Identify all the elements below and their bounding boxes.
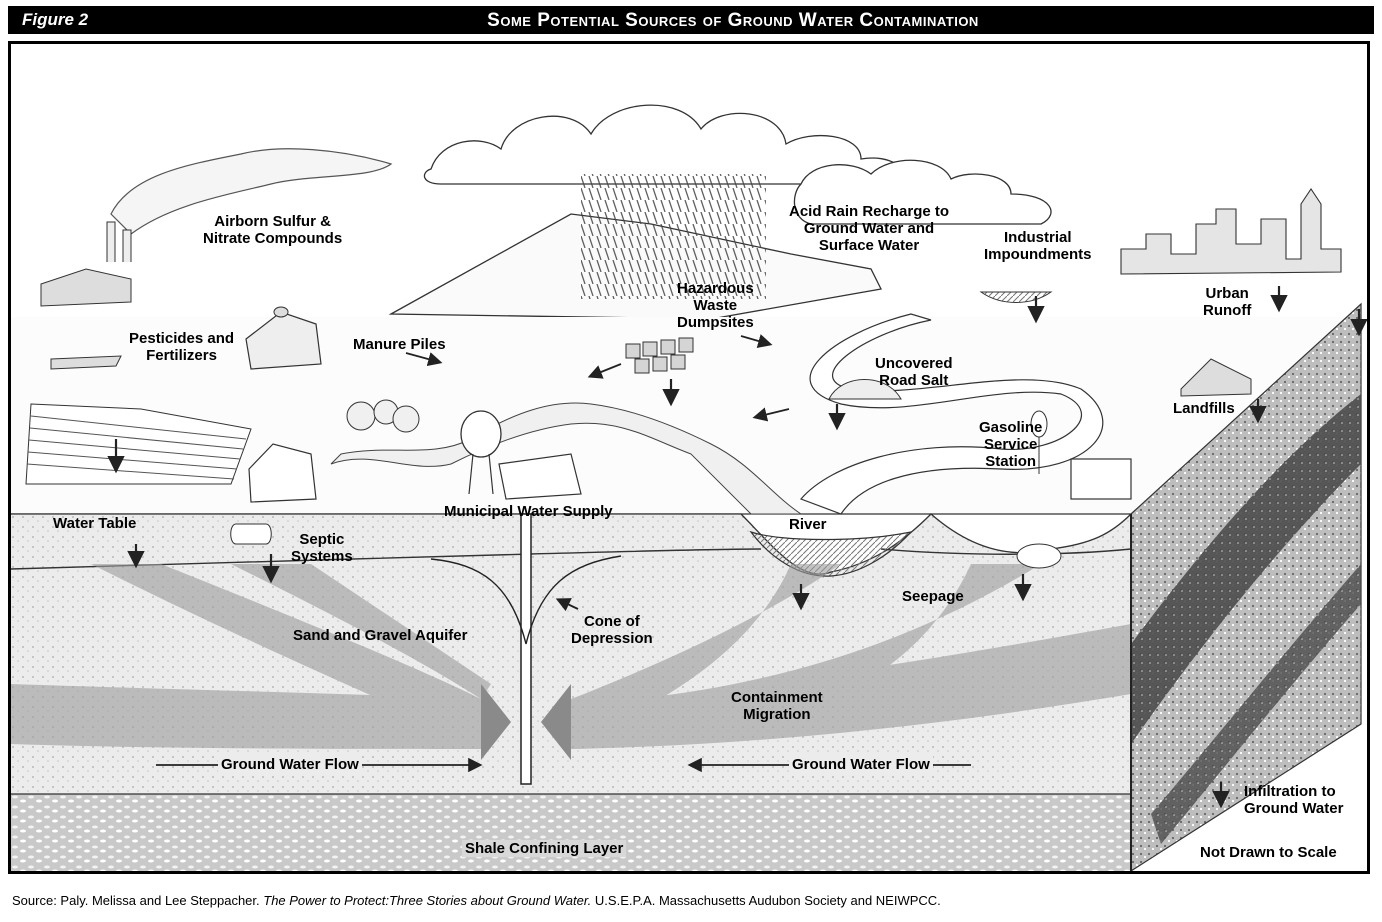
label-infiltration-line1: Infiltration to (1244, 783, 1336, 800)
label-containment-line1: Containment (731, 689, 823, 706)
label-hazardous-line2: Waste (693, 297, 738, 314)
diagram-frame: Airborn Sulfur & Nitrate Compounds Acid … (8, 41, 1370, 874)
label-gasoline-line1: Gasoline (979, 419, 1043, 436)
landscape-illustration (11, 104, 1367, 871)
label-containment-line2: Migration (743, 706, 811, 723)
label-industrial-line2: Impoundments (984, 246, 1092, 263)
label-cone-line1: Cone of (583, 613, 640, 630)
figure-number: Figure 2 (22, 10, 89, 29)
label-road-salt-line2: Road Salt (879, 372, 949, 389)
source-prefix: Source: Paly. Melissa and Lee Steppacher… (12, 893, 264, 908)
figure-title: Some Potential Sources of Ground Water C… (487, 10, 979, 31)
label-infiltration-line2: Ground Water (1244, 800, 1344, 817)
label-hazardous-line1: Hazardous (677, 280, 754, 297)
label-road-salt: Uncovered Road Salt (875, 355, 953, 389)
label-septic-systems: Septic Systems (291, 531, 353, 565)
source-suffix: U.S.E.P.A. Massachusetts Audubon Society… (591, 893, 941, 908)
label-airborn-sulfur-line2: Nitrate Compounds (203, 230, 343, 247)
label-landfills: Landfills (1173, 400, 1235, 417)
label-septic-line1: Septic (299, 531, 345, 548)
label-municipal-water-supply: Municipal Water Supply (444, 503, 613, 520)
label-acid-rain: Acid Rain Recharge to Ground Water and S… (789, 203, 949, 254)
label-not-drawn-to-scale: Not Drawn to Scale (1200, 844, 1337, 861)
label-containment-migration: Containment Migration (731, 689, 823, 723)
label-acid-rain-line2: Ground Water and (803, 220, 935, 237)
label-acid-rain-line3: Surface Water (818, 237, 920, 254)
source-citation: Source: Paly. Melissa and Lee Steppacher… (12, 893, 941, 908)
label-septic-line2: Systems (291, 548, 353, 565)
label-cone-line2: Depression (571, 630, 653, 647)
label-airborn-sulfur: Airborn Sulfur & Nitrate Compounds (203, 213, 342, 247)
label-urban-line1: Urban (1205, 285, 1249, 302)
label-hazardous-waste: Hazardous Waste Dumpsites (677, 280, 754, 331)
label-airborn-sulfur-line1: Airborn Sulfur & (214, 213, 331, 230)
label-pesticides: Pesticides and Fertilizers (129, 330, 234, 364)
label-shale-confining-layer: Shale Confining Layer (462, 840, 627, 857)
label-pesticides-line2: Fertilizers (146, 347, 217, 364)
label-road-salt-line1: Uncovered (875, 355, 953, 372)
label-gasoline-station: Gasoline Service Station (979, 419, 1042, 470)
label-seepage: Seepage (902, 588, 964, 605)
label-water-table: Water Table (53, 515, 137, 532)
label-infiltration: Infiltration to Ground Water (1244, 783, 1343, 817)
label-gasoline-line2: Service (983, 436, 1038, 453)
label-acid-rain-line1: Acid Rain Recharge to (789, 203, 950, 220)
label-river: River (789, 516, 827, 533)
label-gasoline-line3: Station (985, 453, 1037, 470)
label-ground-water-flow-left: Ground Water Flow (218, 756, 362, 773)
label-industrial-line1: Industrial (1003, 229, 1072, 246)
label-cone-of-depression: Cone of Depression (571, 613, 653, 647)
label-urban-line2: Runoff (1203, 302, 1252, 319)
label-manure-piles: Manure Piles (353, 336, 446, 353)
label-pesticides-line1: Pesticides and (129, 330, 235, 347)
figure-header: Figure 2 Some Potential Sources of Groun… (8, 6, 1374, 34)
label-urban-runoff: Urban Runoff (1203, 285, 1251, 319)
label-ground-water-flow-right: Ground Water Flow (789, 756, 933, 773)
label-hazardous-line3: Dumpsites (677, 314, 754, 331)
source-book-title: The Power to Protect:Three Stories about… (263, 893, 592, 908)
label-sand-gravel-aquifer: Sand and Gravel Aquifer (293, 627, 468, 644)
label-industrial-impoundments: Industrial Impoundments (984, 229, 1092, 263)
